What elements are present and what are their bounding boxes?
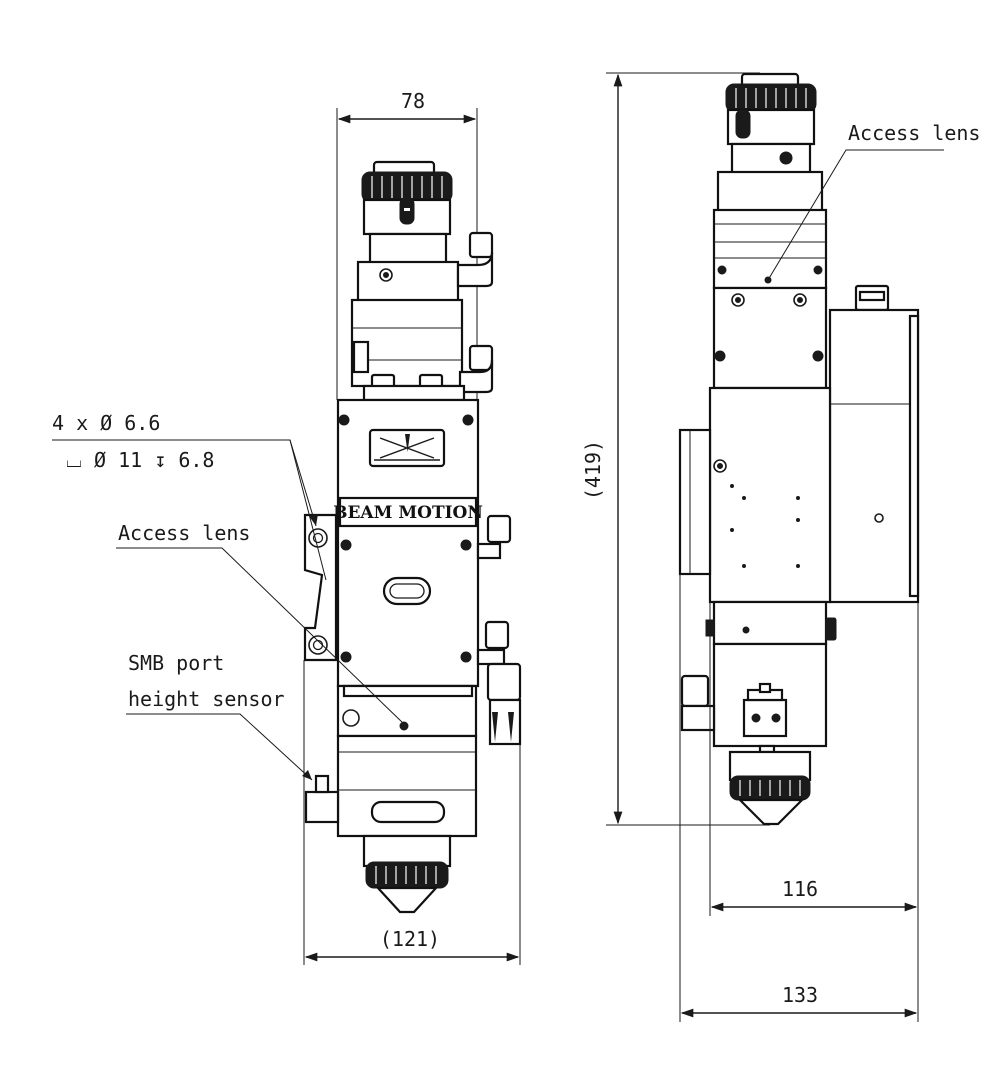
elbow-fitting-icon [456,251,494,288]
mount-hole [308,635,328,655]
dimension-78-label: 78 [401,89,425,113]
fitting-icon [484,620,510,650]
fitting-base [476,542,502,560]
front-view: 78 [52,89,522,965]
dimension-116-label: 116 [782,877,818,901]
collimator-body [716,170,824,214]
smb-leader [126,713,313,781]
smb-port-block [304,790,340,824]
access-lens-side-label: Access lens [848,121,980,145]
access-lens-front-label: Access lens [118,521,250,545]
laser-direction-icon [374,434,440,461]
upper-housing [712,208,828,290]
fitting-icon [468,344,494,372]
nozzle-tip-side [737,798,805,826]
access-lens-front-leader [116,547,405,725]
sensor-window [370,800,446,824]
dimension-121-label: (121) [380,927,440,951]
knurled-knob [725,83,817,113]
brand-band [338,496,478,528]
gas-connector [486,662,522,702]
side-plate [352,340,370,374]
nozzle-tip [375,886,439,914]
fitting-icon [486,514,512,544]
holes-callout-line1: 4 x Ø 6.6 [52,411,160,435]
fitting-icon [468,231,494,259]
smb-port-label-line2: height sensor [128,687,285,711]
holes-leader-2 [289,439,327,581]
collimator-body [356,260,460,304]
access-lens-window [382,576,432,606]
upper-flange [362,384,466,402]
side-view: (419) [581,72,980,1022]
motor-housing [828,308,920,604]
fitting-icon [680,674,710,708]
lock-indicator-icon [735,109,751,139]
dimension-419-label: (419) [581,440,605,500]
smb-port-icon [314,774,330,794]
main-body-side [708,386,832,604]
fitting-base [476,648,506,666]
elbow-fitting-icon [458,359,494,394]
dimension-133-label: 133 [782,983,818,1007]
lower-body-side [712,600,828,646]
side-bracket [678,428,712,576]
access-lens-side-leader [767,149,944,281]
mount-hole [308,528,328,548]
smb-port-label-line1: SMB port [128,651,224,675]
brand-name: BEAM MOTION [333,503,483,523]
collimator-ring [368,232,448,266]
holes-callout-line2: ⌴ Ø 11 ↧ 6.8 [66,448,214,472]
nozzle-neck [362,834,452,868]
